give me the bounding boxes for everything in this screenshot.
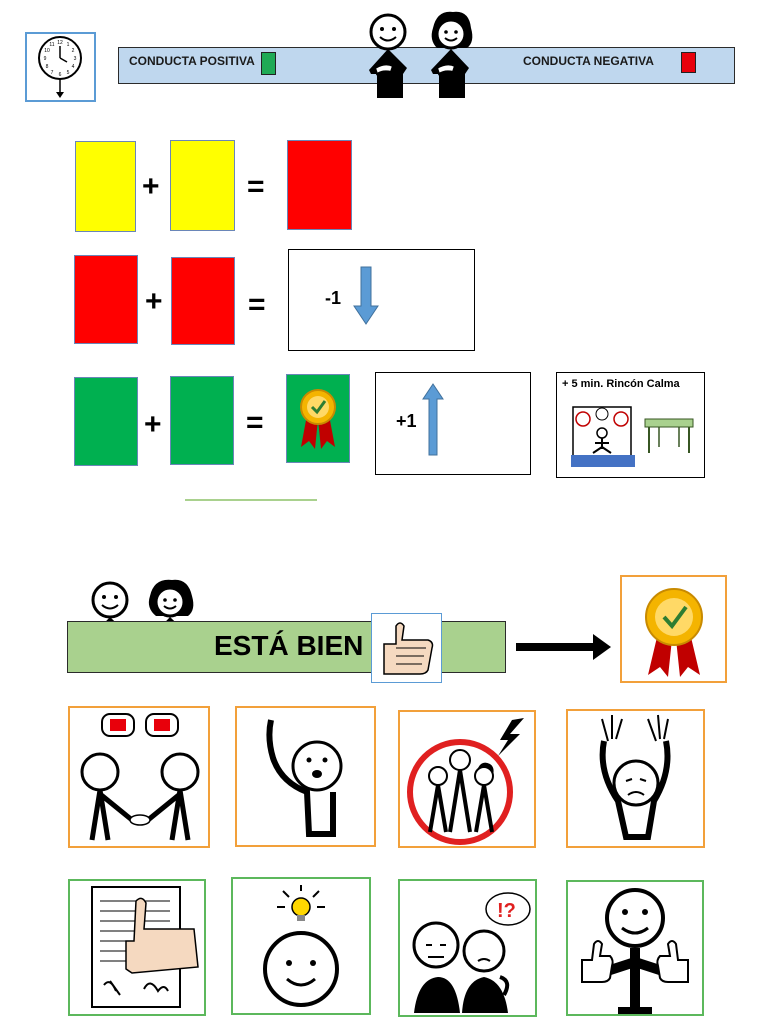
plus-sign: + xyxy=(144,408,162,441)
calm-corner-card: + 5 min. Rincón Calma xyxy=(556,372,705,478)
signed-approval-card xyxy=(68,879,206,1016)
confused-conversation-icon: !? xyxy=(412,892,531,1013)
confused-talk-card: !? xyxy=(398,879,537,1017)
calm-corner-label: + 5 min. Rincón Calma xyxy=(562,378,680,390)
shaking-hands-card xyxy=(68,706,210,848)
minus-one-label: -1 xyxy=(325,288,342,308)
red-card xyxy=(74,255,138,344)
svg-text:9: 9 xyxy=(44,56,47,62)
esta-bien-label: ESTÁ BIEN xyxy=(214,630,364,661)
plus-sign: + xyxy=(142,170,160,203)
equals-sign: = xyxy=(246,406,264,439)
thumbs-up-card xyxy=(371,613,442,683)
no-interrupt-card xyxy=(398,710,536,848)
calm-corner-icon xyxy=(571,406,694,467)
red-card xyxy=(287,140,352,230)
green-card xyxy=(170,376,234,465)
green-card xyxy=(74,377,138,466)
yellow-card xyxy=(75,141,136,232)
medal-icon xyxy=(300,389,336,449)
double-thumbs-up-icon xyxy=(581,888,689,1014)
boy-girl-hand-on-chest-icon xyxy=(369,11,473,98)
svg-text:1: 1 xyxy=(67,42,70,48)
thumbs-up-icon xyxy=(383,622,434,675)
svg-text:2: 2 xyxy=(72,48,75,54)
double-thumbs-up-card xyxy=(566,880,704,1016)
no-interrupt-icon xyxy=(407,718,524,845)
svg-text:6: 6 xyxy=(59,72,62,78)
svg-text:12: 12 xyxy=(57,40,63,46)
minus-one-box: -1 xyxy=(288,249,475,351)
svg-text:3: 3 xyxy=(74,56,77,62)
up-arrow-icon xyxy=(422,383,444,456)
equals-sign: = xyxy=(248,288,266,321)
right-arrow-icon xyxy=(516,634,611,660)
handshake-greeting-icon xyxy=(80,713,200,841)
svg-text:4: 4 xyxy=(72,64,75,70)
positive-behavior-label: CONDUCTA POSITIVA xyxy=(129,54,255,68)
frustrated-icon xyxy=(599,714,671,840)
medal-card xyxy=(620,575,727,683)
svg-text:!?: !? xyxy=(497,900,516,922)
signed-document-thumbs-up-icon xyxy=(91,886,199,1008)
medal-icon xyxy=(645,588,703,677)
green-medal-card xyxy=(286,374,350,463)
svg-text:11: 11 xyxy=(49,42,54,48)
plus-one-label: +1 xyxy=(396,411,417,431)
frustrated-card xyxy=(566,709,705,848)
divider-line xyxy=(185,499,317,501)
plus-sign: + xyxy=(145,285,163,318)
raise-hand-icon xyxy=(266,719,343,837)
positive-color-swatch xyxy=(261,52,276,75)
behavior-bar: CONDUCTA POSITIVA CONDUCTA NEGATIVA xyxy=(118,47,735,84)
equals-sign: = xyxy=(247,170,265,203)
idea-card xyxy=(231,877,371,1015)
yellow-card xyxy=(170,140,235,231)
red-card xyxy=(171,257,235,345)
plus-one-box: +1 xyxy=(375,372,531,475)
svg-text:5: 5 xyxy=(67,70,70,76)
down-arrow-icon xyxy=(353,266,379,325)
negative-behavior-label: CONDUCTA NEGATIVA xyxy=(523,54,654,68)
svg-text:7: 7 xyxy=(51,70,54,76)
lightbulb-idea-icon xyxy=(263,885,339,1007)
raise-hand-card xyxy=(235,706,376,847)
svg-text:8: 8 xyxy=(46,64,49,70)
svg-text:10: 10 xyxy=(44,48,50,54)
negative-color-swatch xyxy=(681,52,696,73)
